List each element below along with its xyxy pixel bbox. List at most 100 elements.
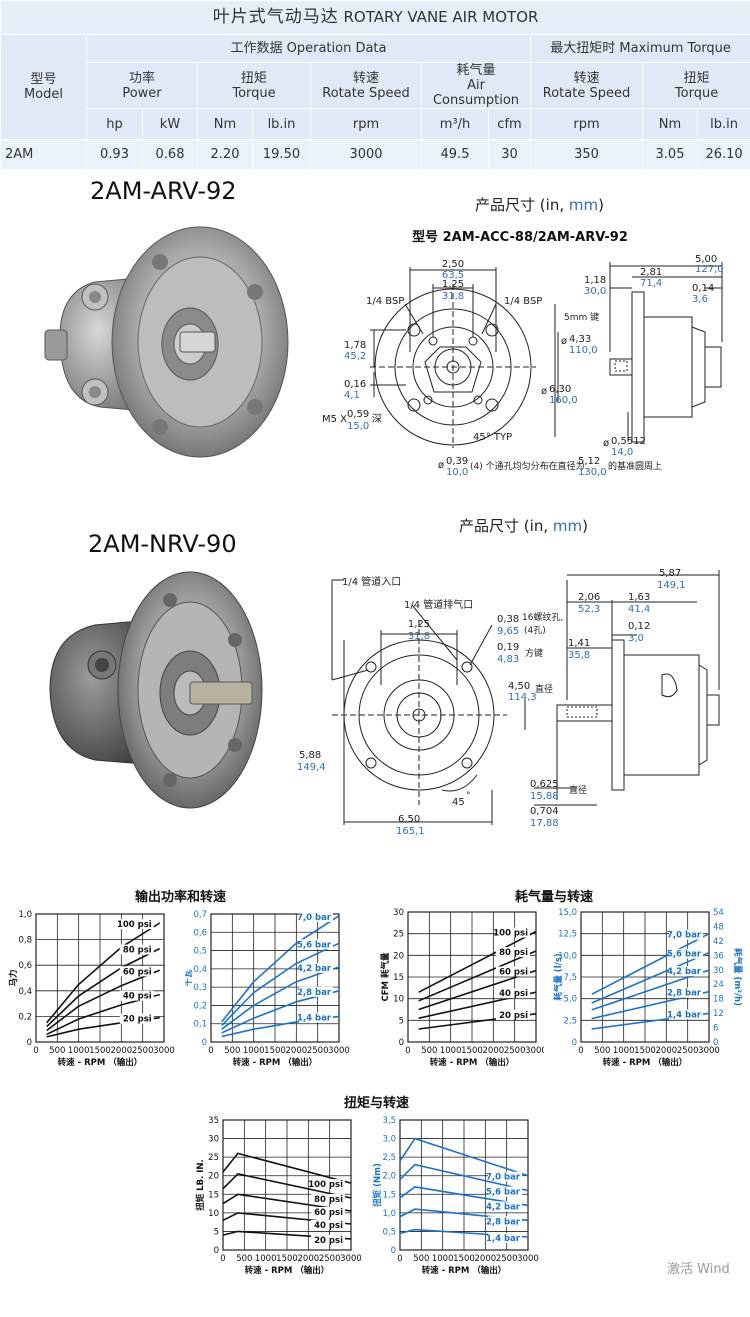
series-line bbox=[222, 1173, 352, 1199]
x-tick-label: 1000 bbox=[613, 1046, 635, 1056]
dim-label: M5 X bbox=[322, 414, 347, 425]
plot-frame bbox=[407, 911, 537, 1043]
series-label: 80 psi bbox=[314, 1195, 343, 1205]
series-label: 5,6 bar bbox=[297, 940, 332, 950]
series-label-bg bbox=[496, 988, 530, 999]
series-label-bg bbox=[119, 966, 154, 977]
y-tick-label: 2,5 bbox=[563, 1016, 577, 1026]
plot-frame bbox=[35, 913, 165, 1043]
series-line bbox=[399, 1137, 529, 1177]
drawing-title-1: 型号 2AM-ACC-88/2AM-ARV-92 bbox=[412, 229, 628, 245]
series-label: 100 psi bbox=[308, 1180, 343, 1190]
data-cell: 3000 bbox=[310, 139, 422, 170]
dim-label: 9,65 bbox=[497, 626, 519, 637]
dim-label: 0,704 bbox=[530, 806, 559, 817]
data-cell: 30 bbox=[488, 139, 531, 170]
series-label: 20 psi bbox=[123, 1015, 152, 1025]
series-label: 80 psi bbox=[123, 946, 152, 956]
series-label-bg bbox=[299, 1012, 333, 1023]
y2-tick-label: 48 bbox=[713, 922, 724, 932]
series-label: 2,8 bar bbox=[297, 988, 332, 998]
dim-label: 5,87 bbox=[659, 568, 681, 579]
chart-cfm-vs-rpm: 050010001500200025003000051015202530转速 -… bbox=[380, 908, 544, 1068]
y-tick-label: 1,0 bbox=[382, 1209, 396, 1219]
x-tick-label: 3000 bbox=[328, 1046, 350, 1056]
dim-label: 3,0 bbox=[628, 633, 644, 644]
data-cell: 49.5 bbox=[421, 139, 489, 170]
y-tick-label: 15,0 bbox=[558, 908, 577, 918]
dim-label: 1,41 bbox=[568, 638, 590, 649]
motor-photo-1 bbox=[44, 226, 289, 458]
dim-label: 149,1 bbox=[657, 580, 686, 591]
y-axis-label: 千瓦 bbox=[185, 969, 194, 987]
dim-label: 方键 bbox=[525, 647, 543, 659]
x-tick-label: 1000 bbox=[432, 1254, 454, 1264]
series-label-bg bbox=[299, 911, 333, 922]
y-tick-label: 0,5 bbox=[382, 1227, 396, 1237]
series-label-bg bbox=[488, 1216, 522, 1227]
series-label: 40 psi bbox=[314, 1221, 343, 1231]
x-axis-label: 转速 - RPM （输出） bbox=[245, 1265, 330, 1276]
y2-tick-label: 6 bbox=[713, 1024, 718, 1034]
unit-cell: rpm bbox=[310, 108, 422, 140]
y2-tick-label: 0 bbox=[713, 1038, 718, 1048]
chart-title-air: 耗气量与转速 bbox=[515, 890, 594, 905]
series-line bbox=[221, 915, 340, 1023]
series-label: 4,2 bar bbox=[486, 1202, 521, 1212]
y-tick-label: 0 bbox=[391, 1246, 396, 1256]
dim-label: 0,39 bbox=[446, 456, 468, 467]
dim-label: 1,25 bbox=[408, 619, 430, 630]
series-label-bg bbox=[311, 1194, 345, 1204]
x-tick-label: 0 bbox=[578, 1046, 583, 1056]
dim-label: 6,30 bbox=[549, 384, 571, 395]
y2-axis-label: 耗气量 (m³/h) bbox=[732, 948, 743, 1006]
dim-label: 1/4 BSP bbox=[504, 296, 542, 307]
y-tick-label: 0,8 bbox=[18, 936, 32, 946]
dim-label: 深 bbox=[372, 413, 382, 425]
x-tick-label: 2000 bbox=[111, 1046, 133, 1056]
x-tick-label: 2000 bbox=[286, 1046, 308, 1056]
y-tick-label: 0,5 bbox=[193, 947, 207, 957]
plot-frame bbox=[580, 911, 710, 1043]
series-label: 2,8 bar bbox=[667, 989, 702, 999]
x-tick-label: 500 bbox=[49, 1046, 65, 1056]
series-line bbox=[222, 1193, 352, 1212]
dim-label: 31,8 bbox=[408, 631, 430, 642]
dim-label: 71,4 bbox=[640, 278, 662, 289]
table-row: 2AM 0.93 0.68 2.20 19.50 3000 49.5 30 35… bbox=[0, 139, 750, 170]
unit-cell: kW bbox=[142, 108, 198, 140]
x-tick-label: 1500 bbox=[89, 1046, 111, 1056]
data-cell: 350 bbox=[530, 139, 643, 170]
dim-label: 0,19 bbox=[497, 642, 519, 653]
x-tick-label: 3000 bbox=[340, 1254, 362, 1264]
motor-photo-2 bbox=[49, 571, 263, 809]
series-label: 40 psi bbox=[499, 989, 528, 999]
x-axis-label: 转速 - RPM （输出） bbox=[58, 1057, 143, 1068]
series-label: 7,0 bar bbox=[297, 913, 332, 923]
dimension-drawing-2: 1/4 管道入口 1/4 管道排气口 1,25 31,8 0,38 9,65 1… bbox=[297, 568, 720, 837]
series-label: 20 psi bbox=[314, 1236, 343, 1246]
dim-label: 110,0 bbox=[569, 345, 598, 356]
dim-label: 15,88 bbox=[530, 791, 559, 802]
y-axis-label: 扭矩 (Nm) bbox=[372, 1163, 383, 1207]
dim-label: 2,50 bbox=[442, 259, 464, 270]
y-tick-label: 0 bbox=[27, 1038, 32, 1048]
series-line bbox=[221, 942, 340, 1027]
dim-label: 2,81 bbox=[640, 267, 662, 278]
dim-label: 1/4 管道入口 bbox=[342, 575, 401, 588]
series-line bbox=[418, 950, 537, 1002]
y2-tick-label: 24 bbox=[713, 980, 724, 990]
series-line bbox=[418, 969, 537, 1011]
dim-label: ° bbox=[466, 791, 471, 801]
y-tick-label: 2,5 bbox=[382, 1153, 396, 1163]
y-axis-label: 耗气量 (l/s) bbox=[553, 953, 564, 1000]
y-tick-label: 15 bbox=[208, 1190, 219, 1200]
series-label-bg bbox=[119, 1013, 154, 1024]
series-label-bg bbox=[496, 1009, 530, 1020]
dim-label: (4孔) bbox=[524, 625, 546, 636]
series-label-bg bbox=[311, 1207, 345, 1217]
series-label-bg bbox=[669, 1009, 703, 1020]
x-axis-label: 转速 - RPM （输出） bbox=[233, 1057, 318, 1068]
